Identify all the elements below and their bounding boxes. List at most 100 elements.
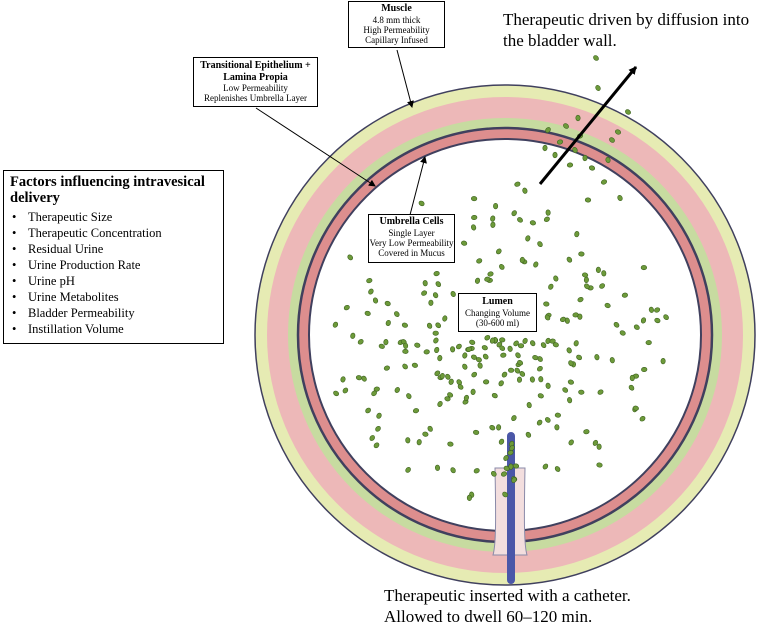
therapeutic-particle (469, 339, 476, 345)
therapeutic-particle (576, 354, 583, 361)
therapeutic-particle (583, 276, 589, 283)
therapeutic-particle (601, 270, 607, 277)
catheter-note-line: Allowed to dwell 60–120 min. (384, 607, 593, 627)
therapeutic-particle (350, 332, 356, 339)
therapeutic-particle (595, 266, 601, 273)
therapeutic-particle (405, 467, 411, 473)
therapeutic-particle (515, 352, 521, 359)
therapeutic-particle (511, 415, 517, 422)
bullet-icon: • (12, 305, 17, 320)
umbrella-label-line: Covered in Mucus (378, 248, 445, 259)
therapeutic-particle (412, 408, 420, 414)
therapeutic-particle (536, 419, 543, 426)
therapeutic-particle (519, 256, 525, 264)
therapeutic-particle (416, 439, 422, 446)
therapeutic-particle (373, 386, 380, 392)
therapeutic-particle (660, 358, 666, 365)
therapeutic-particle (566, 162, 574, 168)
therapeutic-particle (654, 317, 661, 324)
catheter-note: Therapeutic inserted with a catheter. Al… (384, 585, 684, 628)
lumen-label-line: (30-600 ml) (475, 317, 520, 328)
therapeutic-particle (544, 417, 551, 423)
therapeutic-particle (496, 424, 502, 431)
therapeutic-particle (357, 339, 364, 345)
therapeutic-particle (609, 357, 615, 364)
lumen-label-line: Changing Volume (465, 307, 530, 318)
muscle-leader-line (396, 49, 414, 108)
therapeutic-particle (403, 342, 409, 349)
therapeutic-particle (556, 139, 564, 145)
therapeutic-particle (433, 271, 440, 277)
therapeutic-particle (369, 435, 375, 441)
therapeutic-particle (490, 470, 497, 477)
therapeutic-particle (645, 340, 652, 346)
therapeutic-particle (428, 299, 434, 306)
therapeutic-particle (394, 387, 400, 393)
therapeutic-particle (498, 438, 505, 445)
therapeutic-particle (457, 384, 464, 390)
therapeutic-particle (609, 137, 615, 143)
factor-item: •Instillation Volume (10, 321, 217, 337)
factor-item-label: Therapeutic Size (28, 209, 113, 224)
therapeutic-particle (473, 468, 480, 474)
therapeutic-particle (617, 195, 623, 201)
lumen-label-title: Lumen (482, 296, 513, 307)
therapeutic-particle (529, 376, 535, 383)
therapeutic-particle (340, 376, 346, 383)
transitional-label-title2: Lamina Propia (223, 71, 288, 83)
therapeutic-particle (509, 445, 515, 451)
bullet-icon: • (12, 257, 17, 272)
factor-item: •Urine pH (10, 273, 217, 289)
therapeutic-particle (595, 85, 601, 91)
therapeutic-particle (456, 343, 462, 350)
factor-item-label: Urine pH (28, 273, 75, 288)
therapeutic-particle (525, 431, 532, 438)
factor-item-label: Bladder Permeability (28, 305, 135, 320)
therapeutic-particle (343, 304, 350, 311)
therapeutic-particle (532, 355, 539, 361)
therapeutic-particle (476, 258, 483, 264)
therapeutic-particle (554, 412, 561, 418)
therapeutic-particle (366, 278, 373, 284)
therapeutic-particle (434, 464, 441, 471)
factor-item: •Urine Production Rate (10, 257, 217, 273)
therapeutic-particle (402, 348, 409, 354)
therapeutic-particle (445, 373, 451, 380)
diffusion-note-line: the bladder wall. (503, 31, 617, 51)
therapeutic-particle (364, 310, 371, 316)
therapeutic-particle (632, 405, 639, 411)
therapeutic-particle (588, 165, 596, 171)
therapeutic-particle (463, 394, 469, 401)
therapeutic-particle (411, 362, 418, 368)
factor-item: •Residual Urine (10, 241, 217, 257)
therapeutic-particle (487, 271, 494, 277)
therapeutic-particle (434, 346, 440, 354)
therapeutic-particle (439, 373, 445, 380)
therapeutic-particle (562, 387, 569, 393)
therapeutic-particle (514, 367, 521, 374)
therapeutic-particle (537, 241, 543, 247)
umbrella-leader-line (409, 156, 427, 216)
therapeutic-particle (500, 471, 508, 477)
therapeutic-particle (418, 200, 425, 207)
therapeutic-particle (575, 114, 581, 122)
therapeutic-particle (433, 337, 439, 344)
therapeutic-particle (513, 340, 519, 347)
therapeutic-particle (490, 215, 496, 222)
therapeutic-particle (566, 256, 573, 263)
therapeutic-particle (332, 321, 339, 328)
therapeutic-particle (462, 363, 468, 370)
therapeutic-particle (406, 393, 412, 400)
factor-item-label: Residual Urine (28, 241, 104, 256)
therapeutic-particle (543, 301, 550, 307)
therapeutic-particle (542, 463, 549, 470)
catheter-note-line: Therapeutic inserted with a catheter. (384, 586, 631, 605)
transitional-label-title: Transitional Epithelium + (200, 60, 311, 71)
therapeutic-particle (435, 281, 442, 287)
therapeutic-particle (663, 314, 669, 321)
therapeutic-particle (572, 147, 578, 153)
therapeutic-particle (385, 319, 391, 327)
therapeutic-particle (615, 129, 621, 135)
therapeutic-particle (583, 429, 590, 435)
factor-item: •Therapeutic Size (10, 209, 217, 225)
